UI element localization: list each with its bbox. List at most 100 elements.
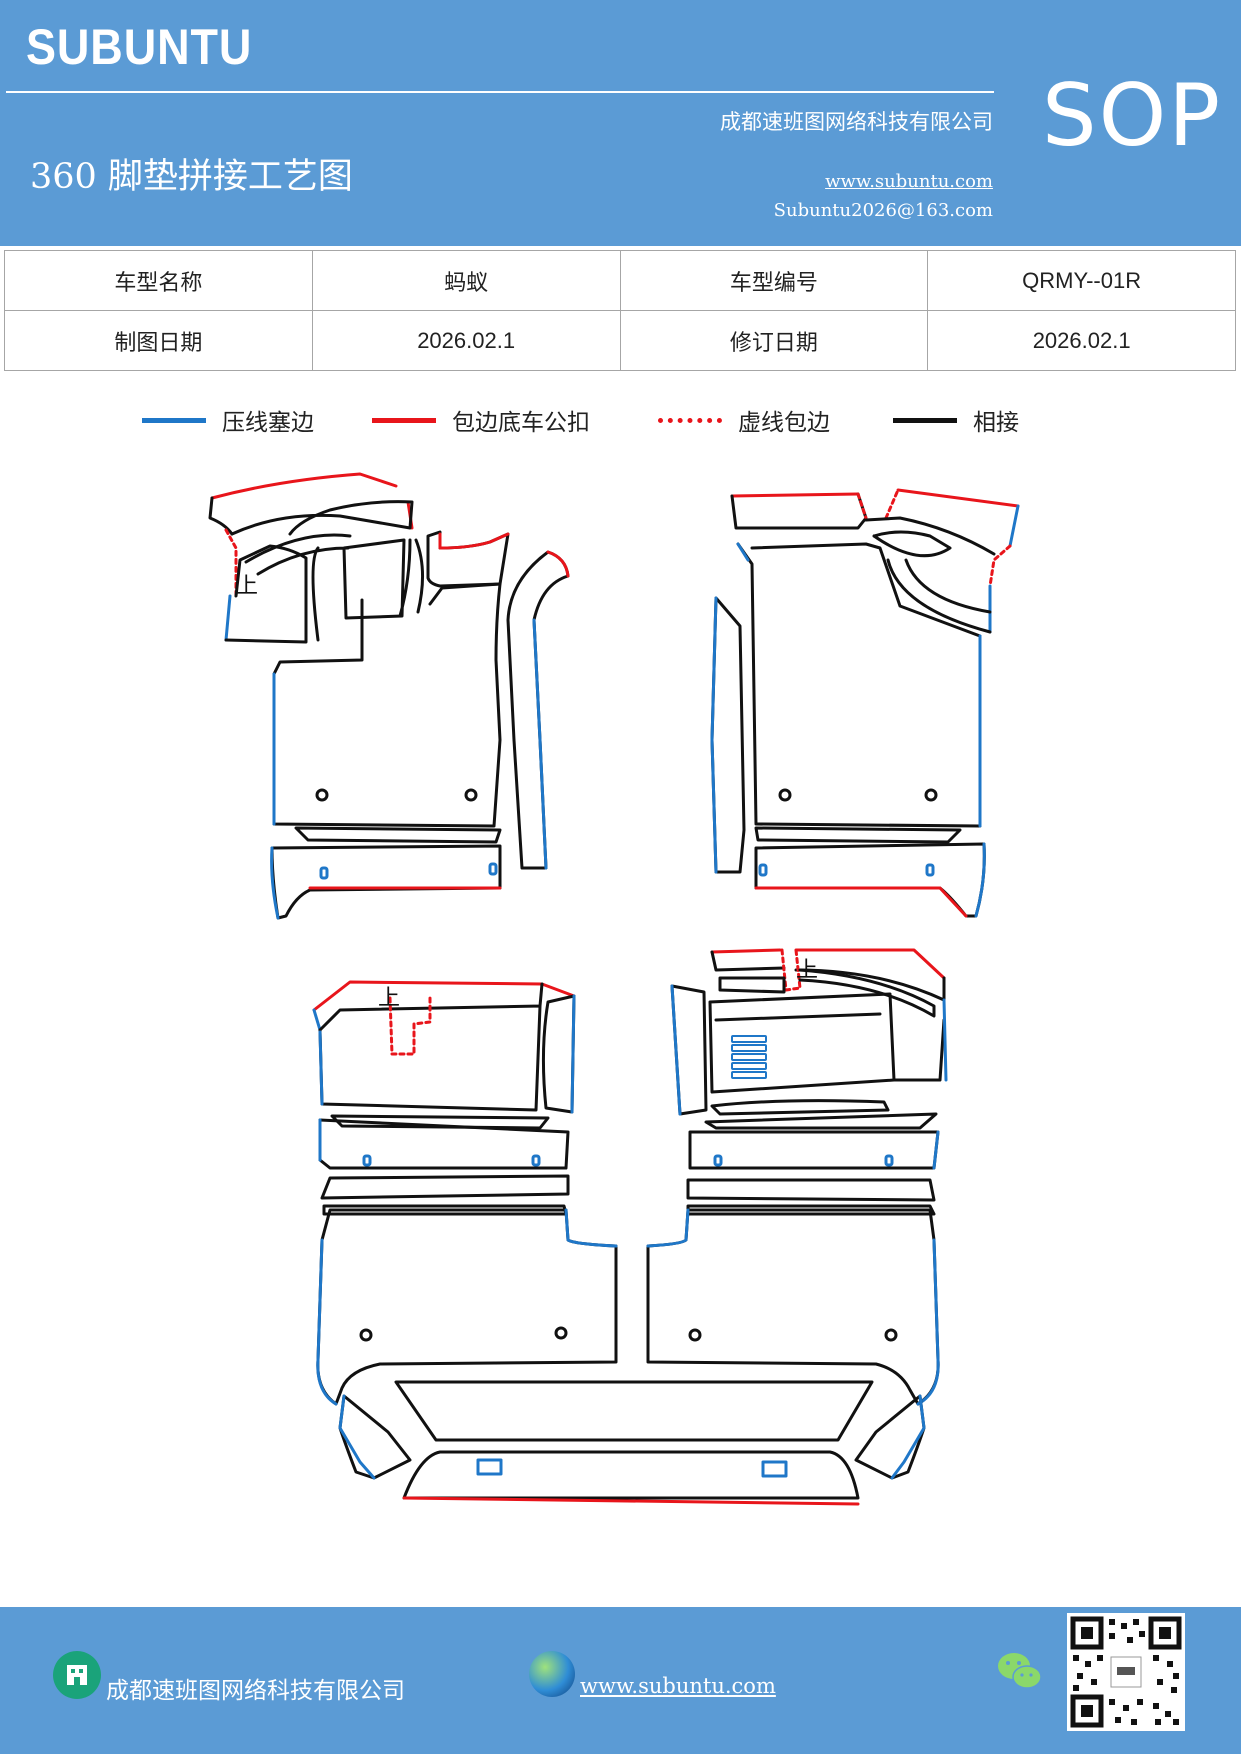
legend-swatch-red: [372, 417, 436, 423]
legend-item-press-line: 压线塞边: [142, 402, 314, 438]
fl-bottom: [270, 844, 502, 920]
rr-right-blue: [942, 998, 948, 1082]
rear-hole: [554, 1326, 568, 1340]
header-website-link[interactable]: www.subuntu.com: [825, 171, 993, 192]
fr-left-strip-blue: [710, 596, 718, 874]
rear-right-wing: [854, 1394, 926, 1480]
fr-body-blue-left: [736, 542, 750, 562]
rear-clip: [476, 1458, 503, 1476]
rl-clip: [531, 1154, 541, 1167]
rr-strip: [718, 968, 936, 1018]
fr-right-dotted: [988, 544, 1012, 588]
rear-center: [394, 1380, 874, 1442]
fl-upper-black: [224, 544, 308, 644]
legend-item-dashed-edge: 虚线包边: [658, 402, 830, 438]
rear-left-mat: 上: [312, 980, 576, 1216]
fr-hole: [778, 788, 792, 802]
fl-clip: [319, 866, 329, 880]
legend-swatch-black: [893, 417, 957, 423]
rear-right-body: [646, 1208, 940, 1406]
fr-left-strip: [710, 596, 746, 874]
header-email: Subuntu2026@163.com: [773, 200, 993, 221]
revise-date-value: 2026.02.1: [927, 310, 1236, 371]
fr-body: [736, 542, 982, 828]
model-code-value: QRMY--01R: [927, 250, 1236, 311]
rl-bar2: [320, 1174, 570, 1200]
fl-up-mark: 上: [236, 574, 258, 599]
fl-top-red-edge: [210, 472, 398, 500]
rear-floor-mat: [316, 1208, 940, 1506]
fl-hole: [464, 788, 478, 802]
legend-item-red-edge: 包边底车公扣: [372, 402, 590, 438]
table-row: 车型名称 蚂蚁 车型编号 QRMY--01R: [4, 250, 1236, 311]
rr-mid-blue: [932, 1130, 940, 1170]
info-table: 车型名称 蚂蚁 车型编号 QRMY--01R 制图日期 2026.02.1 修订…: [4, 250, 1236, 371]
front-right-mat: [710, 488, 1020, 918]
fl-bar: [294, 826, 502, 844]
rear-bottom: [402, 1450, 860, 1500]
rl-top-red: [312, 980, 576, 1012]
rear-left-body: [316, 1208, 618, 1406]
fl-top-black-left: [208, 496, 234, 536]
rear-left-wing: [338, 1394, 412, 1480]
fl-inner-curves: [230, 500, 425, 642]
rear-left-wing-blue: [338, 1394, 376, 1480]
legend-label: 压线塞边: [222, 410, 314, 436]
rear-right-mat: 上: [670, 948, 948, 1216]
header-divider: [6, 91, 994, 93]
table-row: 制图日期 2026.02.1 修订日期 2026.02.1: [4, 310, 1236, 371]
legend-label: 虚线包边: [738, 410, 830, 436]
fr-top-right-red: [896, 488, 1020, 508]
rl-left-blue: [312, 1008, 322, 1032]
fr-bar: [754, 826, 962, 844]
rr-up-mark: 上: [796, 958, 818, 983]
footer-company: 成都速班图网络科技有限公司: [106, 1678, 405, 1704]
legend-label: 包边底车公扣: [452, 410, 590, 436]
fr-top-left-red: [730, 492, 860, 498]
qr-code: [1067, 1613, 1185, 1731]
fl-side-red: [546, 550, 570, 578]
header-banner: [0, 0, 1241, 246]
rr-clip: [884, 1154, 894, 1167]
model-code-label: 车型编号: [619, 250, 929, 311]
fl-hole: [315, 788, 329, 802]
rl-dotted-cut: [388, 996, 432, 1056]
front-left-mat: 上: [208, 472, 570, 920]
rr-bar2: [704, 1112, 938, 1130]
rr-left-blue: [670, 984, 682, 1116]
revise-date-label: 修订日期: [619, 310, 929, 371]
rl-side-blue: [570, 994, 576, 1114]
legend-swatch-red-dotted: [658, 417, 722, 423]
fr-bottom-red: [754, 886, 968, 918]
fl-left-blue: [224, 594, 232, 642]
fr-top-left: [730, 492, 868, 530]
brand-logo: SUBUNTU: [26, 19, 253, 75]
building-icon: [53, 1651, 101, 1699]
rr-bar: [710, 1099, 890, 1116]
draw-date-label: 制图日期: [4, 310, 313, 371]
rear-left-blue: [316, 1238, 338, 1406]
fr-hole: [924, 788, 938, 802]
fl-center-red: [438, 532, 510, 550]
rr-vent-grille: [731, 1035, 767, 1079]
fr-right-blue: [1008, 504, 1020, 548]
rr-bar3: [686, 1178, 936, 1202]
legend-swatch-blue: [142, 417, 206, 423]
fr-bottom-blue: [974, 842, 986, 918]
footer-website-link[interactable]: www.subuntu.com: [580, 1674, 776, 1698]
rear-right-blue: [916, 1238, 940, 1406]
draw-date-value: 2026.02.1: [311, 310, 621, 371]
page-title: 360 脚垫拼接工艺图: [30, 157, 353, 197]
rear-hole: [359, 1328, 373, 1342]
wechat-icon[interactable]: [996, 1650, 1044, 1694]
rl-clip: [362, 1154, 372, 1167]
model-name-value: 蚂蚁: [311, 250, 621, 311]
model-name-label: 车型名称: [4, 250, 313, 311]
rr-inner: [708, 992, 946, 1094]
fr-clip: [758, 863, 768, 877]
rr-dotted: [780, 948, 802, 992]
fr-bottom: [754, 842, 986, 918]
rr-clip: [713, 1154, 723, 1167]
legend-label: 相接: [973, 410, 1019, 436]
fr-top-right-black: [884, 488, 900, 520]
